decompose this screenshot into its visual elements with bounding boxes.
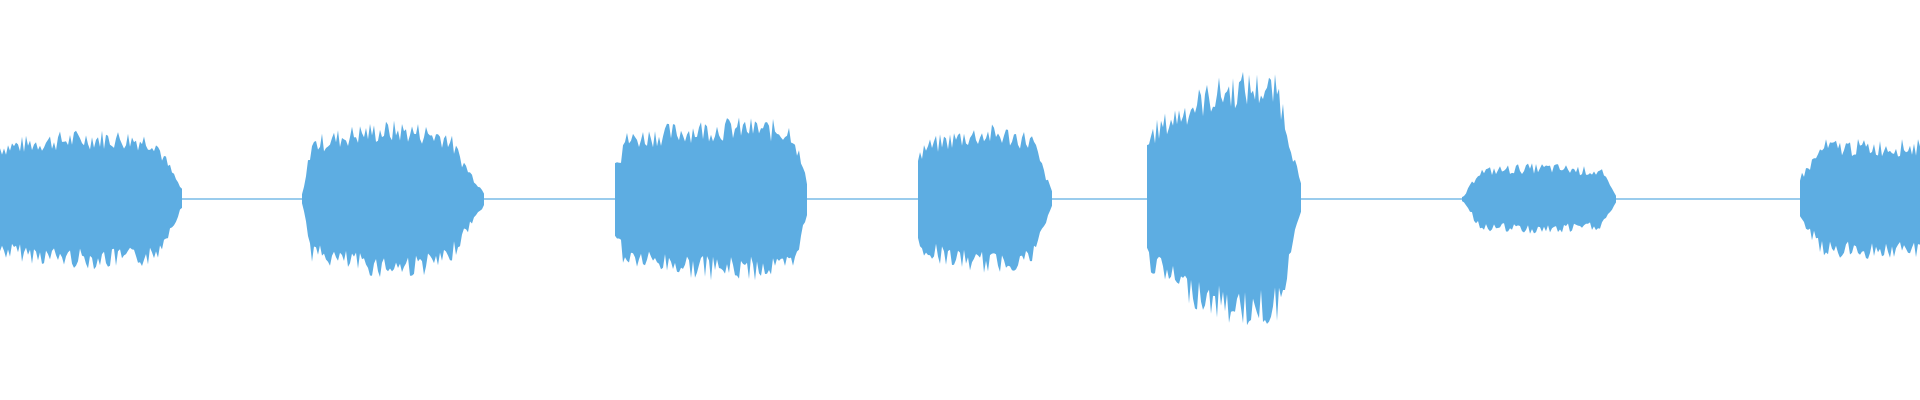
waveform-segment-2 [302, 120, 484, 277]
waveform-segment-3 [615, 117, 807, 281]
waveform-segment-4 [918, 124, 1052, 273]
waveform-segment-6 [1462, 163, 1616, 234]
waveform-segment-1 [0, 130, 182, 270]
waveform-segment-5 [1147, 71, 1301, 326]
waveform-segment-7 [1800, 139, 1920, 259]
